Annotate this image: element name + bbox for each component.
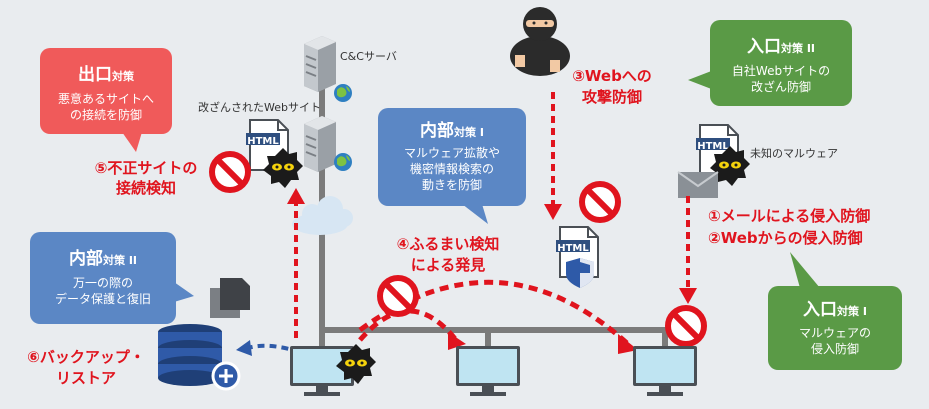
label-3-line-1: ③Webへの [572, 67, 652, 85]
server-icon [303, 115, 337, 173]
entry-measure-2-bubble: 入口対策 II 自社Webサイトの 改ざん防御 [688, 20, 852, 106]
entry-measure-1-bubble: 入口対策 I マルウェアの 侵入防御 [768, 252, 902, 370]
protected-html-document: HTML [555, 184, 618, 288]
monitor-icon [456, 346, 520, 396]
internal1-title-sub: 対策 I [453, 125, 484, 139]
label-6-line-2: リストア [56, 369, 116, 387]
internal-measure-1-bubble: 内部対策 I マルウェア拡散や 機密情報検索の 動きを防御 [378, 108, 526, 224]
internal2-title-main: 内部 [69, 248, 103, 269]
entry2-line-1: 自社Webサイトの [732, 63, 830, 78]
internal2-line-1: 万一の際の [73, 276, 133, 290]
envelope-icon [677, 171, 719, 198]
svg-text:内部対策 II: 内部対策 II [69, 248, 137, 269]
dashed-arrows [287, 92, 697, 338]
exit-measure-bubble: 出口対策 悪意あるサイトへ の接続を防御 [40, 48, 172, 152]
entry2-title-main: 入口 [747, 37, 781, 57]
database-icon [158, 324, 241, 391]
tampered-server [303, 115, 352, 173]
unknown-malware-email: HTML 未知のマルウェア [677, 124, 838, 198]
exit-line-1: 悪意あるサイトへ [58, 91, 154, 106]
arrow-head [236, 340, 252, 356]
attacker-icon [510, 7, 570, 76]
html-label: HTML [247, 136, 279, 147]
internal1-title-main: 内部 [420, 120, 454, 141]
entry1-line-2: 侵入防御 [811, 341, 859, 356]
entry2-line-2: 改ざん防御 [751, 79, 811, 94]
infected-pc [290, 344, 376, 396]
globe-icon [334, 153, 352, 171]
entry1-line-1: マルウェアの [799, 326, 871, 340]
internal2-line-2: データ保護と復旧 [55, 291, 151, 306]
entry2-title-sub: 対策 II [780, 41, 815, 55]
internal1-line-1: マルウェア拡散や [404, 145, 500, 160]
server-icon [303, 35, 337, 93]
svg-text:入口対策 II: 入口対策 II [747, 37, 815, 57]
label-4-line-1: ④ふるまい検知 [397, 235, 500, 253]
arrow-head [544, 204, 562, 220]
label-5-line-2: 接続検知 [116, 179, 176, 197]
cc-server-label: C&Cサーバ [340, 50, 397, 63]
exit-title-main: 出口 [78, 64, 112, 85]
prohibited-icon [668, 308, 704, 344]
tampered-html-document: HTML [212, 119, 303, 190]
internal1-line-3: 動きを防御 [422, 177, 482, 192]
label-5-line-1: ⑤不正サイトの [95, 159, 198, 177]
entry1-title-main: 入口 [803, 300, 837, 320]
svg-text:入口対策 I: 入口対策 I [803, 300, 867, 320]
globe-icon [334, 84, 352, 102]
label-3-line-2: 攻撃防御 [582, 88, 642, 106]
html-label: HTML [697, 141, 729, 152]
tampered-site-label: 改ざんされたWebサイト [198, 100, 321, 114]
exit-line-2: の接続を防御 [70, 107, 142, 122]
measure-labels: ⑤不正サイトの 接続検知 ③Webへの 攻撃防御 ④ふるまい検知 による発見 ①… [27, 67, 870, 387]
label-1: ①メールによる侵入防御 [708, 207, 870, 225]
prohibited-icon [380, 278, 416, 314]
label-4-line-2: による発見 [411, 256, 486, 274]
prohibited-icon [212, 154, 248, 190]
entry1-title-sub: 対策 I [836, 304, 867, 318]
arrow-head [448, 332, 466, 350]
exit-title-sub: 対策 [111, 69, 135, 83]
svg-text:出口対策: 出口対策 [78, 64, 135, 85]
arrow-head [679, 288, 697, 304]
internal1-line-2: 機密情報検索の [410, 161, 494, 176]
label-2: ②Webからの侵入防御 [708, 229, 863, 247]
monitor-icon [633, 346, 697, 396]
shield-icon [566, 258, 594, 288]
internal2-title-sub: 対策 II [102, 253, 137, 267]
internal-measure-2-bubble: 内部対策 II 万一の際の データ保護と復旧 [30, 232, 194, 324]
unknown-malware-label: 未知のマルウェア [750, 146, 838, 160]
arrow-head [287, 188, 305, 204]
cloud-icon [292, 196, 353, 235]
label-6-line-1: ⑥バックアップ・ [27, 348, 145, 366]
prohibited-icon [582, 184, 618, 220]
svg-text:内部対策 I: 内部対策 I [420, 120, 484, 141]
cc-server: C&Cサーバ [303, 35, 397, 102]
html-label: HTML [557, 243, 589, 254]
backup-files [210, 278, 250, 318]
